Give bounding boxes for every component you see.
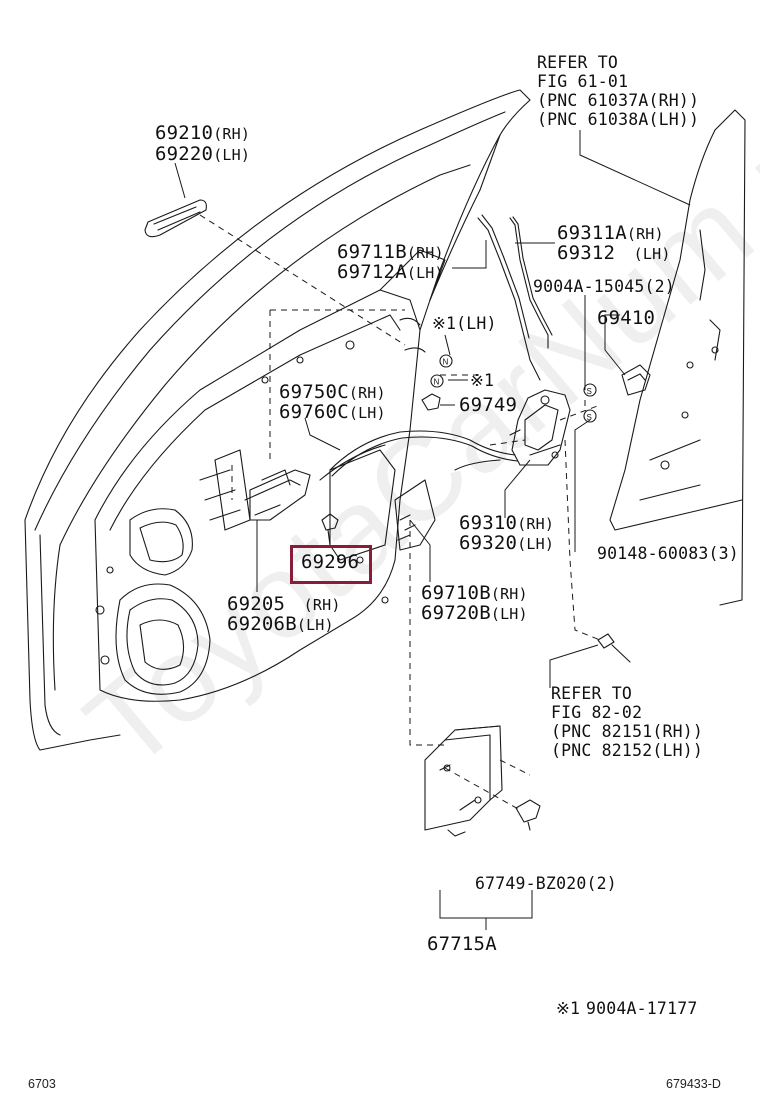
bolts: S S N N (430, 354, 597, 423)
refer-fig61-line4: (PNC 61038A(LH)) (537, 110, 700, 129)
part-69210: 69210(RH) (155, 122, 251, 144)
footnote-mark: ※1 (556, 999, 581, 1018)
part-69410: 69410 (597, 307, 656, 329)
part-90148-60083: 90148-60083(3) (597, 544, 739, 563)
part-69205: 69205 (RH) (227, 593, 341, 615)
part-9004A-15045: 9004A-15045(2) (533, 277, 675, 296)
svg-text:S: S (587, 413, 592, 422)
part-67715A: 67715A (427, 933, 497, 955)
center-pillar (609, 109, 746, 606)
page-number-right: 679433-D (666, 1077, 721, 1091)
handle-frame-69205 (244, 469, 311, 521)
ecu-67715A (424, 725, 503, 837)
mark-1-lh: ※1(LH) (432, 314, 497, 333)
refer-fig82-line4: (PNC 82152(LH)) (551, 741, 704, 760)
door-inner-panel (94, 249, 446, 702)
footnote-part: 9004A-17177 (586, 999, 698, 1018)
refer-fig61-line3: (PNC 61037A(RH)) (537, 91, 700, 110)
part-69710B: 69710B(RH) (421, 582, 528, 604)
part-69220: 69220(LH) (155, 143, 251, 165)
page-number-left: 6703 (28, 1077, 56, 1091)
rods (477, 214, 553, 381)
refer-fig82-line1: REFER TO (551, 684, 633, 703)
part-69296: 69296 (301, 551, 360, 573)
clip-69296 (321, 513, 339, 546)
svg-text:S: S (587, 387, 592, 396)
part-69720B: 69720B(LH) (421, 602, 528, 624)
part-69311A: 69311A(RH) (557, 222, 664, 244)
mark-1: ※1 (470, 371, 495, 390)
part-69712A: 69712A(LH) (337, 261, 444, 283)
svg-text:N: N (434, 378, 440, 387)
door-frame (24, 89, 531, 751)
part-69206B: 69206B(LH) (227, 613, 334, 635)
refer-fig82-line2: FIG 82-02 (551, 703, 643, 722)
cables-69750 (319, 430, 518, 481)
striker-69410 (621, 364, 651, 396)
svg-text:N: N (443, 358, 449, 367)
part-69711B: 69711B(RH) (337, 241, 444, 263)
dashed-guides (199, 214, 601, 811)
refer-fig61-line1: REFER TO (537, 53, 619, 72)
part-69312: 69312 (LH) (557, 242, 671, 264)
refer-fig82-line3: (PNC 82151(RH)) (551, 722, 704, 741)
part-67749-BZ020: 67749-BZ020(2) (475, 874, 617, 893)
part-69749 (421, 393, 441, 411)
part-69320: 69320(LH) (459, 532, 555, 554)
clip-67749 (515, 799, 541, 831)
inside-handle-69210 (144, 199, 207, 238)
part-69760C: 69760C(LH) (279, 401, 386, 423)
lock-assembly-69310 (509, 389, 571, 466)
part-69750C: 69750C(RH) (279, 381, 386, 403)
refer-fig61-line2: FIG 61-01 (537, 72, 629, 91)
highlight-box (290, 545, 372, 584)
leader-lines (174, 130, 691, 930)
part-69310: 69310(RH) (459, 512, 555, 534)
part-69749: 69749 (459, 394, 518, 416)
connector (597, 633, 631, 663)
